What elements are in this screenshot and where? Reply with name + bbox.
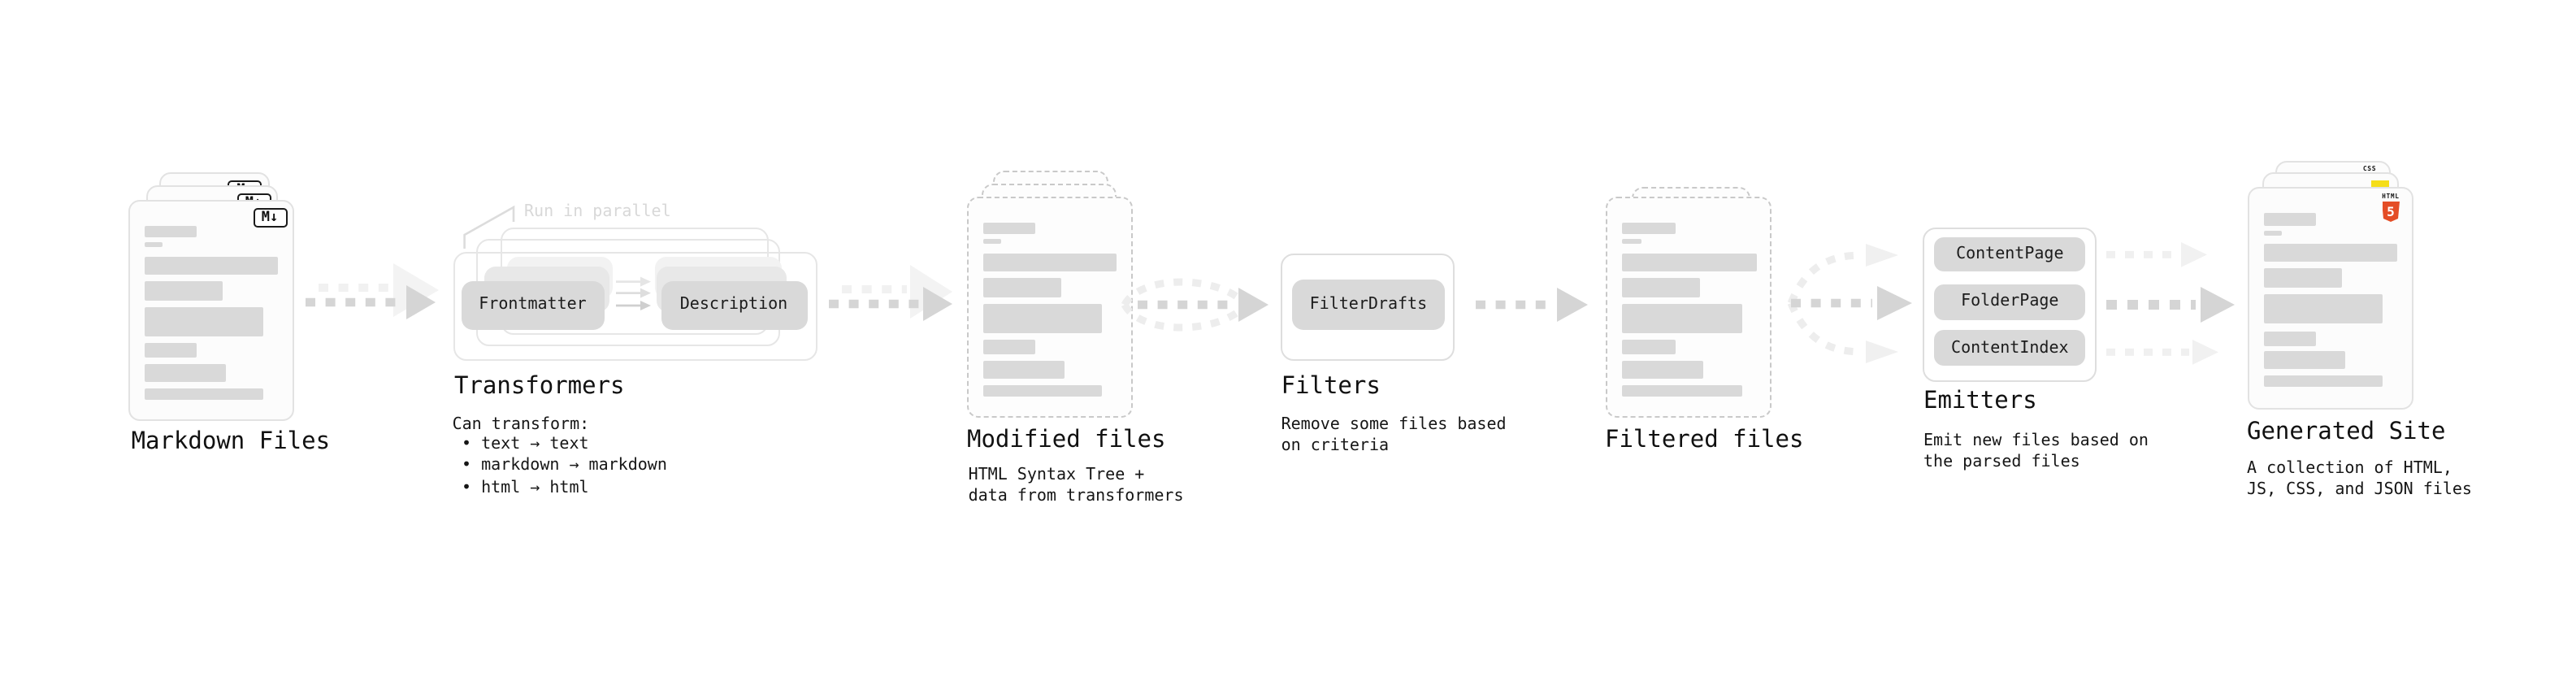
- arrow-filters-to-filtered: [1476, 288, 1588, 322]
- stage-label-generated-site: Generated Site: [2247, 419, 2446, 445]
- modified-files-description: HTML Syntax Tree + data from transformer…: [969, 464, 1184, 507]
- description-line: data from transformers: [968, 487, 1184, 505]
- skeleton-bar: [982, 360, 1065, 379]
- transformer-pill-description: Description: [661, 280, 807, 329]
- skeleton-bar: [2263, 351, 2344, 369]
- skeleton-bar: [144, 343, 197, 358]
- run-in-parallel-annotation: Run in parallel: [524, 202, 671, 220]
- filters-description: Remove some files based on criteria: [1281, 414, 1507, 457]
- transformers-description-title: Can transform:: [452, 415, 590, 434]
- skeleton-bar: [1622, 222, 1675, 235]
- skeleton-bar: [2263, 375, 2383, 387]
- description-line: A collection of HTML,: [2247, 460, 2452, 478]
- skeleton-bar: [982, 239, 1002, 245]
- description-line: JS, CSS, and JSON files: [2247, 481, 2472, 500]
- skeleton-bar: [982, 277, 1061, 297]
- skeleton-bar: [982, 253, 1117, 271]
- arrow-markdown-to-transformers: [306, 263, 439, 319]
- skeleton-bar: [982, 384, 1103, 397]
- html5-shield: 5: [2382, 202, 2400, 222]
- emitter-pill-contentindex: ContentIndex: [1934, 330, 2086, 366]
- arrow-modified-to-filters: [1121, 278, 1268, 332]
- stage-label-markdown-files: Markdown Files: [131, 429, 331, 455]
- bullet-item: • markdown → markdown: [462, 457, 667, 475]
- skeleton-bar: [2263, 244, 2397, 262]
- skeleton-bar: [2263, 331, 2316, 345]
- skeleton-bar: [2263, 268, 2341, 288]
- stage-label-emitters: Emitters: [1923, 388, 2037, 414]
- bullet-item: • html → html: [462, 479, 589, 497]
- description-line: Remove some files based: [1281, 415, 1507, 434]
- skeleton-bar: [2263, 294, 2383, 323]
- skeleton-bar: [982, 340, 1036, 355]
- emitter-pill-contentpage: ContentPage: [1934, 236, 2086, 272]
- skeleton-bar: [1622, 303, 1741, 333]
- description-line: Emit new files based on: [1923, 432, 2149, 449]
- skeleton-bar: [982, 303, 1103, 333]
- skeleton-bar: [144, 363, 225, 381]
- arrow-filtered-to-emitters: [1787, 244, 1912, 363]
- filtered-file-card: [1606, 196, 1771, 419]
- skeleton-bar: [144, 225, 197, 237]
- modified-file-card: [966, 196, 1133, 419]
- generated-site-description: A collection of HTML, JS, CSS, and JSON …: [2247, 458, 2472, 501]
- description-line: the parsed files: [1923, 453, 2080, 471]
- stage-label-transformers: Transformers: [454, 374, 625, 400]
- skeleton-bar: [144, 388, 263, 399]
- skeleton-bar: [982, 222, 1036, 235]
- skeleton-bar: [144, 242, 163, 247]
- skeleton-bar: [1622, 384, 1741, 397]
- markdown-icon: M↓: [253, 207, 287, 228]
- filter-pill-filterdrafts: FilterDrafts: [1291, 279, 1446, 330]
- arrow-emitters-to-generated: [2106, 242, 2235, 365]
- skeleton-bar: [2263, 230, 2283, 235]
- skeleton-bar: [1622, 277, 1700, 297]
- description-line: on criteria: [1281, 436, 1390, 455]
- javascript-icon: [2370, 180, 2389, 188]
- bullet-item: • text → text: [462, 436, 589, 453]
- generated-file-card-html: HTML 5: [2247, 187, 2413, 409]
- arrow-transformers-to-modified: [829, 265, 952, 321]
- skeleton-bar: [1622, 239, 1641, 245]
- skeleton-bar: [1622, 360, 1703, 379]
- skeleton-bar: [2263, 213, 2316, 225]
- skeleton-bar: [144, 280, 222, 300]
- stage-label-filters: Filters: [1281, 374, 1381, 400]
- emitter-pill-folderpage: FolderPage: [1934, 284, 2086, 320]
- skeleton-bar: [144, 306, 263, 336]
- skeleton-bar: [1622, 340, 1675, 355]
- transformers-bullet-list: • text → text • markdown → markdown • ht…: [462, 434, 667, 499]
- skeleton-bar: [144, 256, 278, 274]
- skeleton-bar: [1622, 253, 1756, 271]
- html5-icon: HTML 5: [2381, 193, 2400, 222]
- stage-label-filtered-files: Filtered files: [1605, 427, 1804, 454]
- transformer-pill-frontmatter: Frontmatter: [462, 280, 604, 329]
- emitters-description: Emit new files based on the parsed files: [1923, 430, 2149, 473]
- transformer-layer-box-1: [453, 252, 818, 361]
- stage-label-modified-files: Modified files: [967, 427, 1166, 453]
- description-line: HTML Syntax Tree +: [968, 466, 1145, 484]
- markdown-file-card: M↓: [128, 199, 294, 421]
